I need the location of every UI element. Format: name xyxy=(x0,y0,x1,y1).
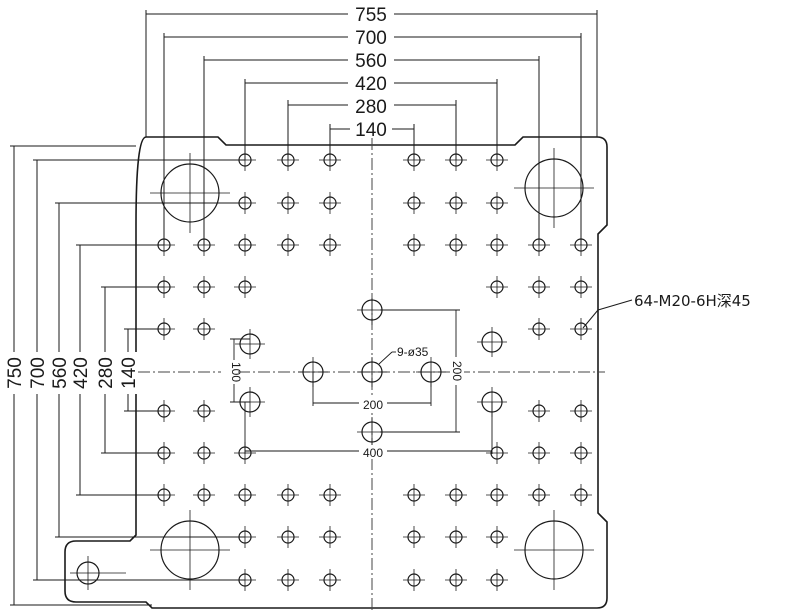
dim-280-vertical: 280 xyxy=(96,357,117,389)
dim-700-horizontal: 700 xyxy=(355,28,387,49)
dim-420-horizontal: 420 xyxy=(355,74,387,95)
dim-140-vertical: 140 xyxy=(119,357,140,389)
dim-200-horizontal: 200 xyxy=(363,398,383,412)
callout-tapped-holes: 64-M20-6H深45 xyxy=(582,292,751,329)
tapped-holes-m20 xyxy=(153,149,592,591)
side-hole xyxy=(70,556,126,590)
tie-bar-holes xyxy=(150,148,594,590)
dim-280-horizontal: 280 xyxy=(355,97,387,118)
dim-420-vertical: 420 xyxy=(71,357,92,389)
center-holes-d35 xyxy=(235,295,507,447)
tapped-holes-label: 64-M20-6H深45 xyxy=(634,292,751,310)
dim-560-vertical: 560 xyxy=(50,357,71,389)
dim-140-horizontal: 140 xyxy=(355,120,387,141)
dim-400-horizontal: 400 xyxy=(363,446,383,460)
inner-dimension-labels: 100 200 200 400 xyxy=(221,357,464,460)
left-dimension-labels: 750 700 560 420 280 140 xyxy=(4,352,140,394)
platen-outline xyxy=(64,136,608,609)
center-holes-label: 9-ø35 xyxy=(397,345,429,359)
dim-755: 755 xyxy=(355,5,387,26)
callout-center-holes: 9-ø35 xyxy=(378,345,429,365)
dim-560-horizontal: 560 xyxy=(355,51,387,72)
dim-100-vertical: 100 xyxy=(229,362,243,382)
dim-750: 750 xyxy=(5,357,26,389)
dim-700-vertical: 700 xyxy=(28,357,49,389)
dim-200-vertical: 200 xyxy=(450,361,464,381)
top-dimension-labels: 755 700 560 420 280 140 xyxy=(348,3,394,141)
